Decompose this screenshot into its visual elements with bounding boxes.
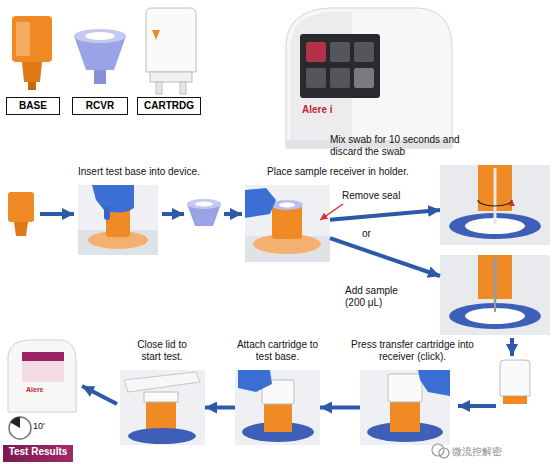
flow-arrow [330,238,440,276]
close-photo [120,370,205,445]
step-photo: Add sample (200 μL) [440,255,550,335]
flow-arrow [320,406,360,410]
base-icon [8,192,34,236]
part-label: BASE [6,97,60,115]
step-photo: Press transfer cartridge into receiver (… [360,370,450,445]
step-caption: Press transfer cartridge into receiver (… [350,339,475,363]
flow-arrow [162,212,184,216]
node-text: Test Results [3,445,73,459]
flow-arrow [330,210,440,220]
step-photo: Attach cartridge to test base. [235,370,320,445]
flow-arrow [205,406,235,410]
leader-line [320,204,343,220]
step-caption: Place sample receiver in holder. [267,166,457,178]
text-label: Alere [26,386,44,393]
press-photo [360,370,450,445]
part-label: RCVR [72,97,128,115]
base-part [12,16,52,90]
node-text: RCVR [73,98,127,113]
attach-photo [235,370,320,445]
part-label: CARTRDG [137,97,201,115]
flow-arrow [82,386,117,404]
insert-photo [78,185,158,255]
node-text: BASE [7,98,59,113]
receiver-icon [187,199,221,226]
step-caption: Mix swab for 10 seconds and discard the … [330,134,462,158]
step-photo: Insert test base into device. [78,185,158,255]
mix-photo [440,165,550,245]
watermark-icon [432,444,449,458]
analyzer-device [286,8,452,148]
result-device [8,340,76,412]
text-label: Remove seal [342,190,400,201]
step-caption: Attach cartridge to test base. [229,339,326,363]
flow-arrow [40,212,74,216]
place-photo [245,185,330,262]
text-label: 10' [33,421,45,431]
node-text: CARTRDG [138,98,200,113]
result-box: Test Results [3,445,73,462]
flow-arrow [510,338,514,356]
cartridge-icon [500,360,530,404]
flow-arrow [224,212,242,216]
watermark: 微流控解密 [452,445,502,459]
flow-arrow [458,404,496,408]
cartridge-part [146,8,196,94]
receiver-part [74,29,126,84]
step-caption: Insert test base into device. [78,166,248,178]
add-photo [440,255,550,335]
step-photo: Place sample receiver in holder. [245,185,330,262]
text-label: or [362,228,371,239]
step-photo: Mix swab for 10 seconds and discard the … [440,165,550,245]
step-caption: Close lid to start test. [130,339,194,363]
step-photo: Close lid to start test. [120,370,205,445]
step-caption: Add sample (200 μL) [345,285,409,309]
timer-clock [9,417,31,439]
text-label: Alere i [302,104,333,115]
